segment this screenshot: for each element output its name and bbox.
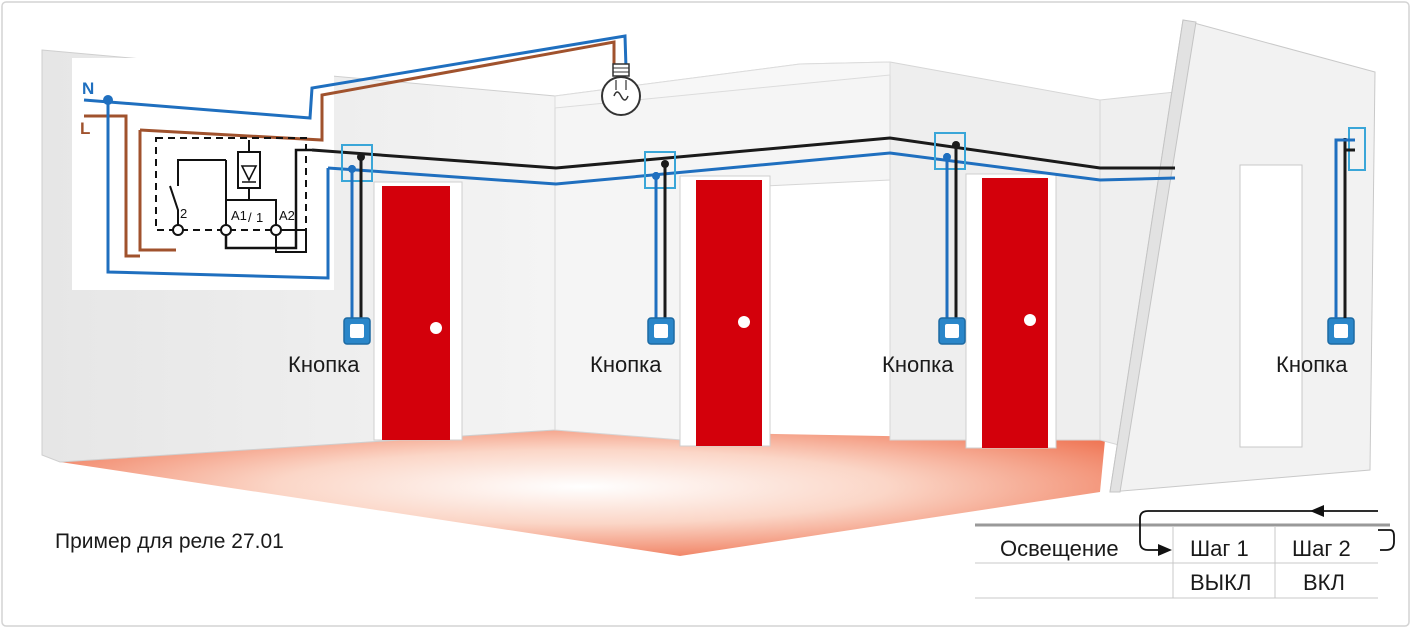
door-2 (696, 180, 762, 446)
step-1-state: ВЫКЛ (1190, 570, 1251, 595)
button-label-3: Кнопка (882, 352, 954, 377)
control-bus (311, 136, 1175, 170)
terminal-label-a2: A2 (279, 208, 295, 223)
far-neutral-wire (1334, 138, 1355, 318)
drop-dot-control-1 (357, 153, 365, 161)
drop-dot-neutral-2 (652, 172, 660, 180)
door-3 (982, 178, 1048, 448)
neutral-bus (327, 151, 1176, 186)
relay-panel (72, 58, 334, 290)
drop-dot-neutral-3 (943, 153, 951, 161)
cycle-arrow-path (1139, 510, 1395, 551)
drop-dot-neutral-1 (348, 165, 356, 173)
button-label-4: Кнопка (1276, 352, 1348, 377)
row-label-lighting: Освещение (1000, 536, 1119, 561)
far-control-wire (1343, 148, 1355, 318)
terminal-a1 (220, 224, 232, 236)
label-l: L (80, 119, 90, 138)
live-wire-relay (138, 130, 176, 252)
relay-a2-wire (275, 229, 307, 253)
junction-box-2 (644, 151, 676, 189)
door-1 (382, 186, 450, 440)
floor (60, 430, 1105, 556)
relay-contact (169, 159, 226, 228)
arrow-head-right (1158, 544, 1172, 556)
control-wire-relay-out (224, 148, 312, 250)
door-knob-1 (430, 322, 442, 334)
relay-coil-symbol (240, 165, 258, 183)
junction-n (103, 95, 113, 105)
door-knob-2 (738, 316, 750, 328)
terminal-a2 (270, 224, 282, 236)
neutral-wire-supply (83, 34, 628, 120)
terminal-label-1: 1 (256, 210, 263, 225)
wall-open-door-edge (1109, 19, 1197, 493)
terminal-2 (172, 224, 184, 236)
button-label-1: Кнопка (288, 352, 360, 377)
neutral-wire-down (106, 100, 330, 280)
step-2-state: ВКЛ (1303, 570, 1345, 595)
junction-box-3 (934, 132, 966, 170)
terminal-label-2: 2 (180, 206, 187, 221)
live-wire-supply (84, 114, 140, 258)
terminal-label-sep: / (248, 210, 252, 225)
drop-dot-control-2 (661, 160, 669, 168)
step-1-name: Шаг 1 (1190, 536, 1249, 561)
step-table: Освещение Шаг 1 Шаг 2 ВЫКЛ ВКЛ (975, 505, 1395, 599)
live-wire-lamp (139, 40, 616, 142)
arrow-head-left (1310, 505, 1324, 517)
push-button-face-3 (945, 324, 959, 338)
push-button-face-2 (654, 324, 668, 338)
terminal-label-a1: A1 (231, 208, 247, 223)
junction-box-1 (341, 144, 373, 182)
lamp (601, 63, 641, 116)
push-button-face-4 (1334, 324, 1348, 338)
push-button-face-1 (350, 324, 364, 338)
door-knob-3 (1024, 314, 1036, 326)
example-caption: Пример для реле 27.01 (55, 530, 284, 553)
step-2-name: Шаг 2 (1292, 536, 1351, 561)
drop-dot-control-3 (952, 141, 960, 149)
label-n: N (82, 79, 94, 98)
button-label-2: Кнопка (590, 352, 662, 377)
doorway-far (1239, 164, 1303, 448)
